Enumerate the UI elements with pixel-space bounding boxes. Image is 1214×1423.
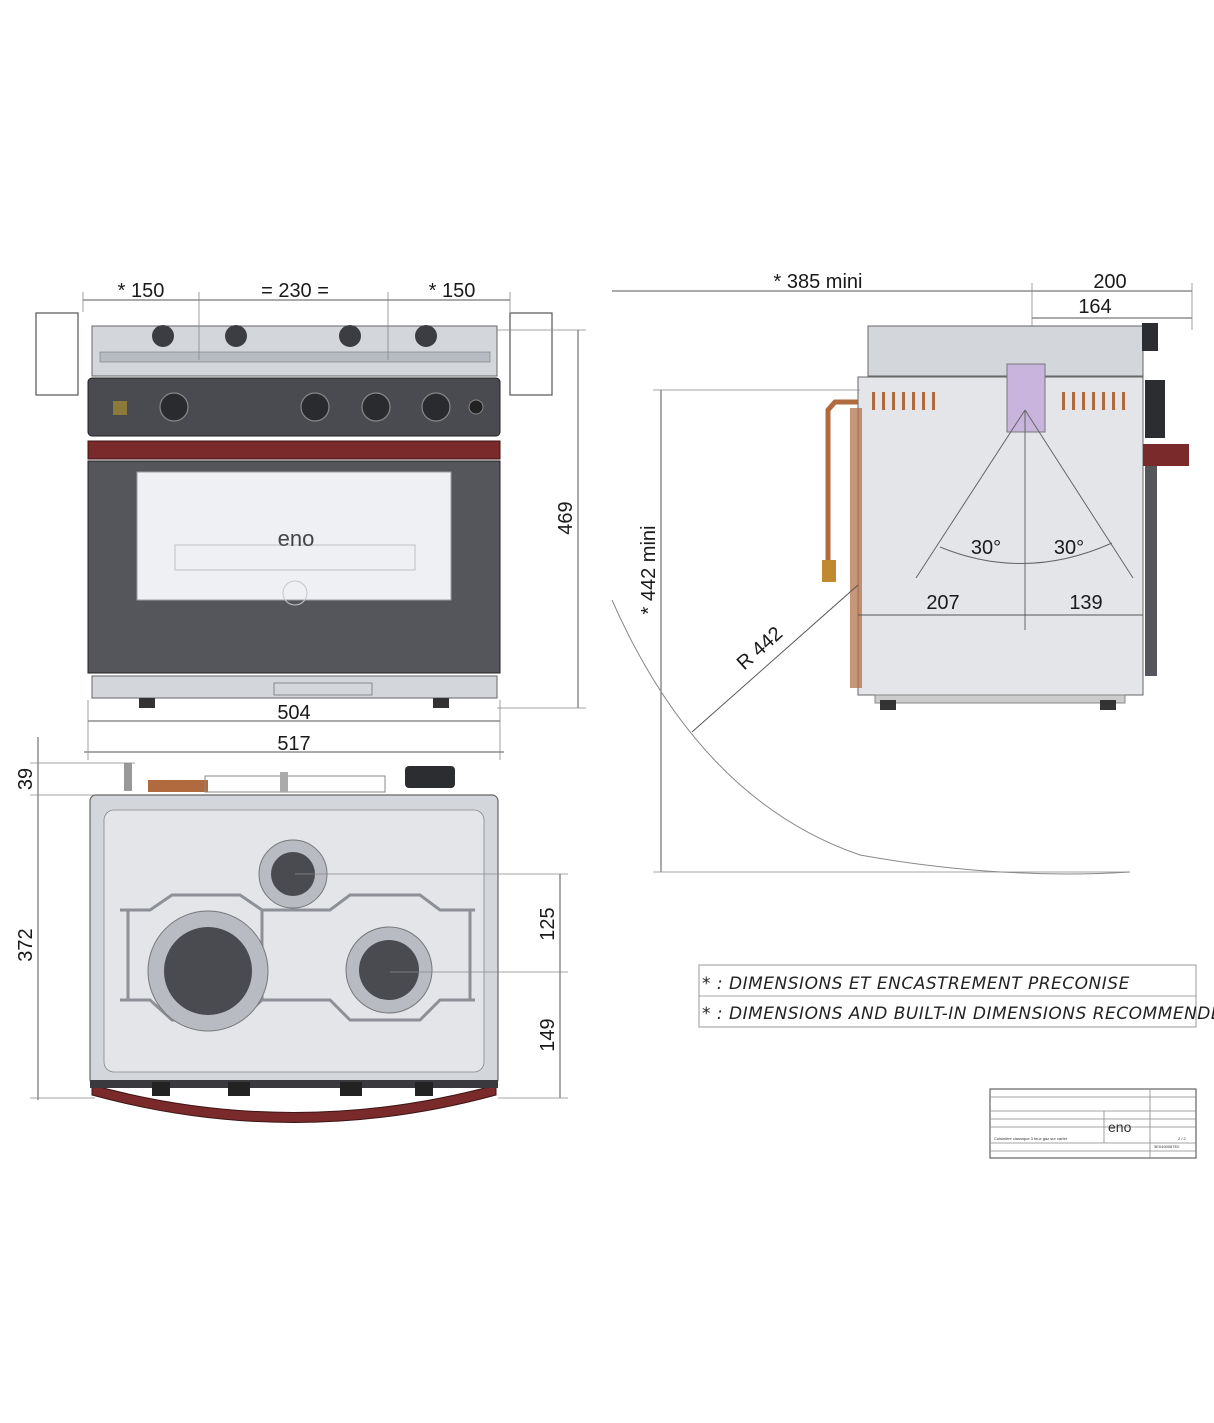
dim-385-mini: * 385 mini: [774, 271, 863, 293]
door-handle-strip: [87, 440, 501, 460]
control-knob-icon: [159, 392, 189, 422]
dim-517: 517: [277, 733, 310, 755]
brand-logo: eno: [278, 526, 315, 551]
side-handle: [1143, 444, 1189, 466]
dim-139: 139: [1069, 592, 1102, 614]
control-panel: [87, 377, 501, 437]
title-block-description: Cuisinière classique 3 feux gaz sur cart…: [994, 1136, 1068, 1141]
dim-469: 469: [555, 501, 577, 534]
side-top: [867, 325, 1144, 377]
dim-230: = 230 =: [261, 280, 329, 302]
control-knobs: [159, 392, 484, 422]
angle-left: 30°: [971, 537, 1001, 559]
oven-base: [91, 675, 498, 699]
ignition-button-icon: [468, 399, 484, 415]
front-width-dimensions: 504 517: [84, 700, 504, 760]
control-knob-icon: [300, 392, 330, 422]
dim-200: 200: [1093, 271, 1126, 293]
dim-150-right: * 150: [429, 280, 476, 302]
dim-149: 149: [537, 1018, 559, 1051]
dim-504: 504: [277, 702, 310, 724]
dim-207: 207: [926, 592, 959, 614]
side-body: [857, 376, 1144, 696]
vent-slots: [872, 392, 1125, 410]
dim-125: 125: [537, 907, 559, 940]
knob-icon: [152, 325, 174, 347]
front-top-dimensions: * 150 = 230 = * 150: [82, 280, 511, 360]
note-en: * : DIMENSIONS AND BUILT-IN DIMENSIONS R…: [702, 1004, 1214, 1024]
front-view: eno * 150 = 230 = * 150 469: [35, 280, 586, 760]
front-rail: [91, 1084, 497, 1123]
dim-372: 372: [15, 928, 37, 961]
knob-icon: [415, 325, 437, 347]
mount-bracket: [1006, 363, 1046, 433]
top-view: 39 372 125 149: [15, 737, 568, 1123]
dim-150-left: * 150: [118, 280, 165, 302]
oven-window: [136, 471, 452, 601]
angle-right: 30°: [1054, 537, 1084, 559]
title-block: eno Cuisinière classique 3 feux gaz sur …: [989, 1088, 1197, 1159]
right-cabinet-block: [509, 312, 553, 396]
door-swing-arc: [611, 599, 1131, 875]
control-knob-icon: [421, 392, 451, 422]
dim-39: 39: [15, 768, 37, 790]
knob-icon: [225, 325, 247, 347]
title-block-logo: eno: [1108, 1119, 1132, 1135]
angle-lines: [915, 409, 1134, 630]
dim-442-mini: * 442 mini: [638, 526, 660, 615]
front-height-dimension: 469: [497, 329, 586, 709]
gas-pipe: [825, 399, 858, 560]
control-knob-icon: [361, 392, 391, 422]
top-left-dimensions: 39 372: [15, 737, 135, 1100]
burners: [147, 839, 433, 1032]
title-block-drawing-number: 3E0490087E0: [1154, 1144, 1180, 1149]
hob-knobs: [152, 325, 437, 347]
notes-box: * : DIMENSIONS ET ENCASTREMENT PRECONISE…: [698, 964, 1214, 1028]
left-cabinet-block: [35, 312, 79, 396]
side-view: * 385 mini 200 164: [611, 271, 1193, 875]
gas-connector-icon: [405, 766, 455, 788]
dim-164: 164: [1078, 296, 1111, 318]
knob-icon: [339, 325, 361, 347]
dim-r442: R 442: [733, 623, 787, 675]
note-fr: * : DIMENSIONS ET ENCASTREMENT PRECONISE: [702, 974, 1130, 994]
title-block-sheet: 2 / 2: [1178, 1136, 1187, 1141]
top-right-dimensions: 125 149: [295, 873, 568, 1099]
